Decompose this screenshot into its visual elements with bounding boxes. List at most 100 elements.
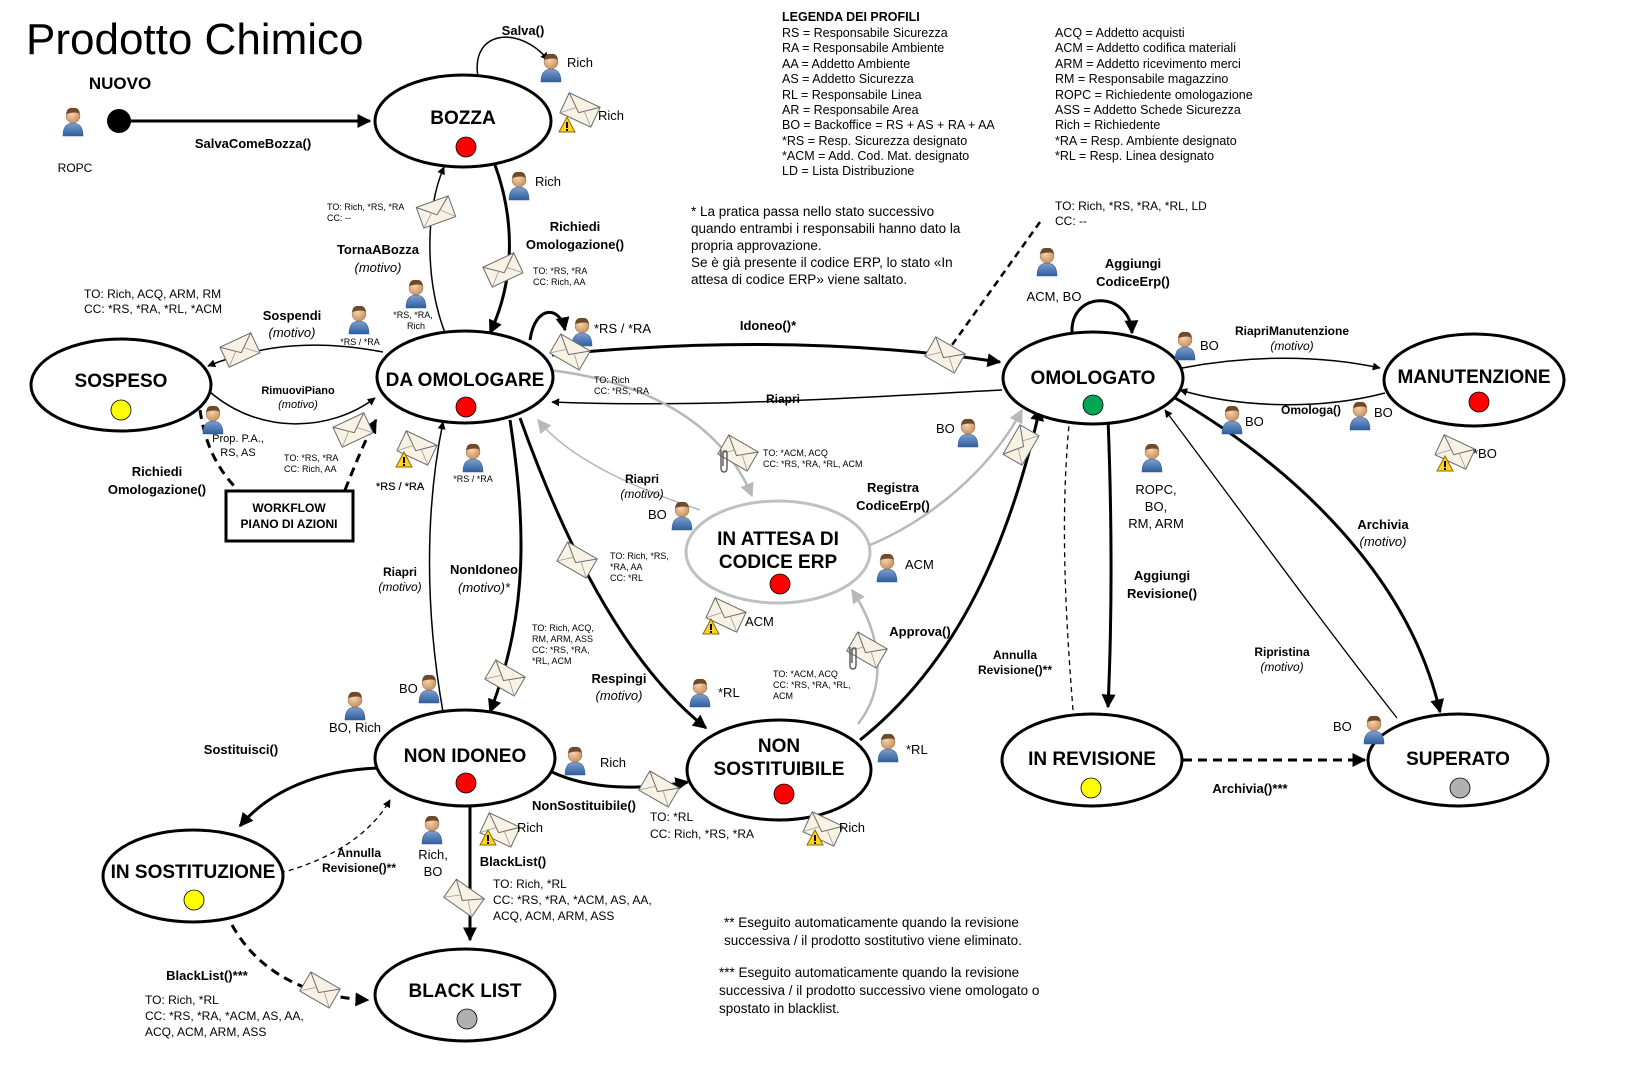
- svg-text:TO: *ACM, ACQ: TO: *ACM, ACQ: [763, 448, 828, 458]
- transition-label: Riapri: [625, 472, 659, 486]
- svg-text:CC: *RS, *RA, *ACM, AS, AA,: CC: *RS, *RA, *ACM, AS, AA,: [145, 1009, 304, 1023]
- state-label: NON IDONEO: [404, 746, 526, 767]
- actor-label: *RS / *RA: [594, 321, 651, 336]
- envelope-icon: [219, 332, 261, 368]
- actor-label: BO: [1374, 405, 1393, 420]
- svg-text:successiva / il prodotto succe: successiva / il prodotto successivo vien…: [719, 983, 1039, 998]
- actor-label: Rich: [600, 755, 626, 770]
- edge-riapri-manutenzione: [1181, 357, 1381, 371]
- state-manutenzione[interactable]: MANUTENZIONE: [1382, 332, 1566, 428]
- legend: LEGENDA DEI PROFILI RS = Responsabile Si…: [782, 10, 1253, 178]
- envelope-icon: [717, 434, 759, 472]
- status-dot: [110, 399, 132, 421]
- actor-label: *RL: [906, 742, 928, 757]
- svg-text:CC: --: CC: --: [327, 213, 351, 223]
- note-3star: *** Eseguito automaticamente quando la r…: [719, 965, 1039, 1016]
- transition-label: Annulla: [337, 846, 381, 860]
- legend-item: BO = Backoffice = RS + AS + RA + AA: [782, 118, 995, 132]
- svg-text:successiva / il prodotto sosti: successiva / il prodotto sostitutivo vie…: [724, 933, 1022, 948]
- state-non-idoneo[interactable]: NON IDONEO: [373, 708, 557, 808]
- envelope-icon: [638, 770, 680, 808]
- state-label: SOSTITUIBILE: [714, 759, 845, 780]
- transition-label: Idoneo()*: [740, 318, 797, 333]
- actor-label: ACM, BO: [1027, 289, 1082, 304]
- person-icon: [348, 305, 370, 335]
- svg-text:quando entrambi i responsabili: quando entrambi i responsabili hanno dat…: [691, 221, 961, 236]
- status-dot: [1468, 391, 1490, 413]
- envelope-icon: [332, 412, 374, 448]
- edge-omologa: [1179, 388, 1386, 406]
- person-icon: [540, 53, 562, 83]
- transition-label: (motivo): [1270, 339, 1313, 353]
- person-icon: [564, 746, 586, 776]
- person-icon: [1363, 715, 1385, 745]
- svg-text:TO: Rich, *RS,: TO: Rich, *RS,: [610, 551, 669, 561]
- edge-aggiungi-codice-erp: [1070, 299, 1139, 335]
- state-superato[interactable]: SUPERATO: [1366, 712, 1550, 808]
- state-label: IN ATTESA DI: [717, 529, 839, 550]
- svg-text:CC: --: CC: --: [1055, 214, 1087, 228]
- legend-item: *RS = Resp. Sicurezza designato: [782, 134, 967, 148]
- actor-label: Rich,: [418, 847, 448, 862]
- edge-blacklist-3star: [230, 924, 370, 1007]
- svg-text:CC: *RS, *RA, *ACM, AS, AA,: CC: *RS, *RA, *ACM, AS, AA,: [493, 893, 652, 907]
- envelope-icon: [846, 631, 888, 669]
- transition-label: Revisione()**: [322, 861, 396, 875]
- svg-text:ACQ, ACM, ARM, ASS: ACQ, ACM, ARM, ASS: [493, 909, 614, 923]
- transition-label: NonIdoneo: [450, 562, 518, 577]
- actor-label: Rich: [517, 820, 543, 835]
- svg-text:ACM: ACM: [773, 691, 793, 701]
- start-node: NUOVO ROPC: [58, 74, 152, 175]
- edge-mail-dashed: [950, 221, 1042, 346]
- state-in-attesa-codice-erp[interactable]: IN ATTESA DI CODICE ERP: [684, 499, 872, 605]
- edge-annulla-revisione-2: [279, 799, 391, 874]
- edge-ripristina: [1164, 409, 1398, 719]
- actor-label: Rich: [567, 55, 593, 70]
- actor-label: BO: [648, 507, 667, 522]
- status-dot: [455, 136, 477, 158]
- svg-text:TO: Rich, *RS, *RA, *RL, LD: TO: Rich, *RS, *RA, *RL, LD: [1055, 199, 1207, 213]
- workflow-piano-di-azioni-box[interactable]: WORKFLOW PIANO DI AZIONI: [224, 489, 355, 543]
- transition-label: (motivo): [355, 260, 402, 275]
- state-label: BLACK LIST: [409, 981, 522, 1002]
- transition-label: Revisione()**: [978, 663, 1052, 677]
- actor-label: BO: [1333, 719, 1352, 734]
- svg-text:CC: *RS, *RA, *RL,: CC: *RS, *RA, *RL,: [773, 680, 851, 690]
- actor-label: ACM: [905, 557, 934, 572]
- state-in-revisione[interactable]: IN REVISIONE: [1000, 712, 1184, 808]
- actor-label: BO, Rich: [329, 720, 381, 735]
- state-da-omologare[interactable]: DA OMOLOGARE: [375, 329, 555, 425]
- svg-text:CC: *RS, *RA: CC: *RS, *RA: [594, 386, 649, 396]
- person-icon: [508, 171, 530, 201]
- state-in-sostituzione[interactable]: IN SOSTITUZIONE: [101, 828, 285, 924]
- svg-text:** Eseguito automaticamente qu: ** Eseguito automaticamente quando la re…: [724, 915, 1019, 930]
- state-label: IN REVISIONE: [1028, 749, 1156, 770]
- edge-rimuovi-piano: [209, 391, 376, 425]
- legend-item: RL = Responsabile Linea: [782, 88, 922, 102]
- legend-item: RM = Responsabile magazzino: [1055, 72, 1228, 86]
- legend-item: ASS = Addetto Schede Sicurezza: [1055, 103, 1241, 117]
- svg-text:Se è già presente il codice ER: Se è già presente il codice ERP, lo stat…: [691, 255, 953, 270]
- transition-labels: SalvaComeBozza() Salva() TornaABozza (mo…: [108, 23, 1410, 983]
- person-icon: [418, 674, 440, 704]
- svg-text:*** Eseguito automaticamente q: *** Eseguito automaticamente quando la r…: [719, 965, 1019, 980]
- edge-aggiungi-revisione: [1101, 417, 1116, 709]
- legend-item: Rich = Richiedente: [1055, 118, 1160, 132]
- transition-label: NonSostituibile(): [532, 798, 636, 813]
- state-label: MANUTENZIONE: [1397, 367, 1550, 388]
- start-label: NUOVO: [89, 74, 151, 93]
- state-sospeso[interactable]: SOSPESO: [29, 337, 213, 433]
- transition-label: Revisione(): [1127, 586, 1197, 601]
- state-non-sostituibile[interactable]: NON SOSTITUIBILE: [685, 718, 873, 822]
- svg-text:*RL, ACM: *RL, ACM: [532, 656, 572, 666]
- state-omologato[interactable]: OMOLOGATO: [1001, 330, 1185, 426]
- state-bozza[interactable]: BOZZA: [373, 73, 553, 169]
- actor-label: BO: [424, 864, 443, 879]
- state-black-list[interactable]: BLACK LIST: [373, 947, 557, 1043]
- transition-label: Ripristina: [1254, 645, 1310, 659]
- person-icon: [405, 279, 427, 309]
- svg-text:TO: *ACM, ACQ: TO: *ACM, ACQ: [773, 669, 838, 679]
- transition-label: Sospendi: [263, 308, 322, 323]
- edge-workflow-out: [343, 418, 378, 491]
- envelope-icon: [415, 195, 457, 229]
